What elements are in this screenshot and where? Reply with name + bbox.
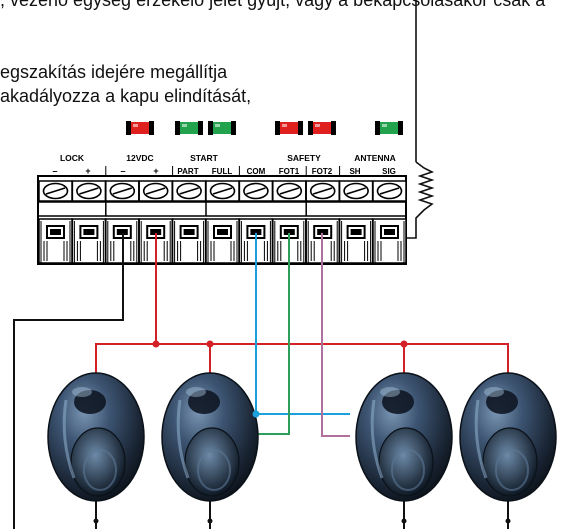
group-label-start: START xyxy=(190,153,219,163)
antenna-coil-icon xyxy=(406,161,435,239)
photocell-sensor-icon xyxy=(459,372,557,502)
junction-dot xyxy=(93,518,99,524)
photocell-sensor-icon xyxy=(355,372,453,502)
terminal-label-12v-minus: – xyxy=(120,166,125,176)
terminal-label-sh: SH xyxy=(349,167,360,176)
terminal-screw xyxy=(305,180,341,202)
junction-dot xyxy=(152,340,160,348)
indicator-led-icon xyxy=(275,121,303,135)
terminal-label-fot1: FOT1 xyxy=(279,167,300,176)
indicator-led-icon xyxy=(175,121,203,135)
terminal-socket xyxy=(372,218,407,264)
terminal-group-labels: LOCK 12VDC START SAFETY ANTENNA xyxy=(60,153,396,176)
terminal-screw xyxy=(271,180,307,202)
terminal-label-12v-plus: + xyxy=(153,166,158,176)
terminal-block xyxy=(37,175,407,265)
terminal-label-full: FULL xyxy=(212,167,233,176)
indicator-led-icon xyxy=(308,121,336,135)
description-line-3: akadályozza a kapu elindítását, xyxy=(0,86,252,106)
indicator-led-icon xyxy=(375,121,403,135)
indicator-led-icon xyxy=(208,121,236,135)
junction-dot xyxy=(505,518,511,524)
terminal-screw xyxy=(372,180,407,202)
led-row xyxy=(126,121,403,135)
junction-dot xyxy=(206,340,214,348)
junction-dot xyxy=(207,518,213,524)
terminal-screw xyxy=(171,180,207,202)
group-label-12vdc: 12VDC xyxy=(126,153,153,163)
description-line-1: ), vezérlő egység érzékelő jelet gyújt, … xyxy=(0,0,546,10)
junction-dot xyxy=(401,518,407,524)
terminal-label-fot2: FOT2 xyxy=(312,167,333,176)
terminal-label-com: COM xyxy=(247,167,266,176)
terminal-screw xyxy=(138,180,173,202)
terminal-label-lock-plus: + xyxy=(85,166,90,176)
wire-junctions xyxy=(93,340,511,524)
description-line-2: egszakítás idejére megállítja xyxy=(0,62,228,82)
terminal-screw xyxy=(38,180,73,202)
terminal-screw xyxy=(105,180,140,202)
group-label-safety: SAFETY xyxy=(287,153,321,163)
terminal-screw xyxy=(71,180,107,202)
junction-dot xyxy=(252,410,260,418)
terminal-labels: – + – + PART FULL COM FOT1 FOT2 SH SIG xyxy=(52,166,395,176)
terminal-label-sig: SIG xyxy=(382,167,396,176)
terminal-socket xyxy=(171,218,207,264)
terminal-socket xyxy=(71,218,107,264)
wire-fot2-purple xyxy=(321,233,350,437)
terminal-label-lock-minus: – xyxy=(52,166,57,176)
antenna xyxy=(406,0,435,239)
terminal-screw xyxy=(205,180,240,202)
group-label-lock: LOCK xyxy=(60,153,85,163)
junction-dot xyxy=(400,340,408,348)
terminal-label-part: PART xyxy=(177,167,198,176)
terminal-socket xyxy=(38,218,73,264)
terminal-screw xyxy=(238,180,274,202)
indicator-led-icon xyxy=(126,121,154,135)
terminal-socket xyxy=(205,218,240,264)
terminal-socket xyxy=(338,218,374,264)
wire-12v-minus-black xyxy=(13,233,124,529)
photocell-sensor-icon xyxy=(47,372,145,502)
photocell-sensors xyxy=(47,372,557,502)
terminal-screw xyxy=(338,180,374,202)
group-label-antenna: ANTENNA xyxy=(354,153,396,163)
photocell-sensor-icon xyxy=(161,372,259,502)
